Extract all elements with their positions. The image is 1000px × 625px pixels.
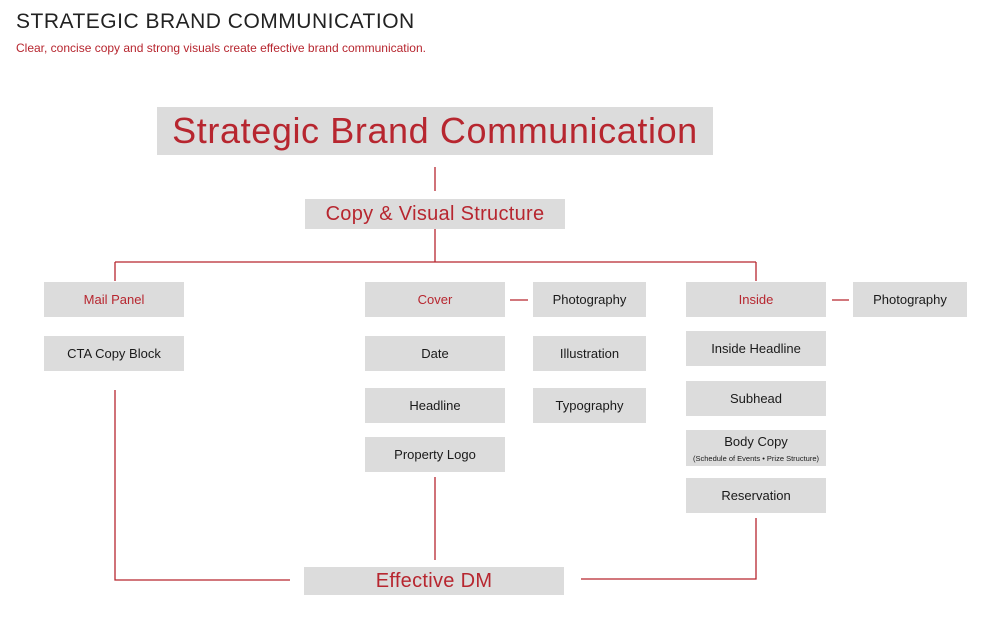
node-inside-photography: Photography	[853, 282, 967, 317]
connector-inside-effective	[581, 518, 757, 580]
page-title: STRATEGIC BRAND COMMUNICATION	[16, 10, 415, 33]
node-reservation: Reservation	[686, 478, 826, 513]
node-cover-photography: Photography	[533, 282, 646, 317]
node-body-copy: Body Copy (Schedule of Events • Prize St…	[686, 430, 826, 466]
body-copy-note: (Schedule of Events • Prize Structure)	[692, 453, 819, 463]
node-effective-dm: Effective DM	[304, 567, 564, 595]
node-cover: Cover	[365, 282, 505, 317]
node-illustration: Illustration	[533, 336, 646, 371]
body-copy-label: Body Copy	[724, 433, 788, 449]
node-copy-visual-structure: Copy & Visual Structure	[305, 199, 565, 229]
node-inside: Inside	[686, 282, 826, 317]
node-headline: Headline	[365, 388, 505, 423]
node-date: Date	[365, 336, 505, 371]
node-subhead: Subhead	[686, 381, 826, 416]
node-strategic-brand-communication: Strategic Brand Communication	[157, 107, 713, 155]
node-typography: Typography	[533, 388, 646, 423]
node-property-logo: Property Logo	[365, 437, 505, 472]
node-cta-copy-block: CTA Copy Block	[44, 336, 184, 371]
node-mail-panel: Mail Panel	[44, 282, 184, 317]
node-inside-headline: Inside Headline	[686, 331, 826, 366]
page-subtitle: Clear, concise copy and strong visuals c…	[16, 41, 426, 55]
connector-mail-effective	[114, 390, 290, 581]
